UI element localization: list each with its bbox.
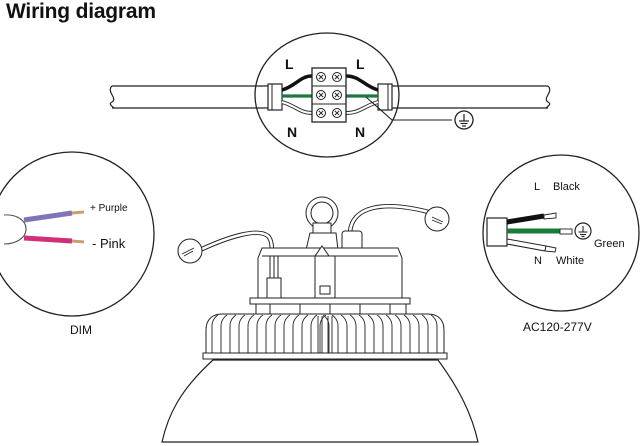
ac-detail: L Black Green N White AC120-277V: [482, 154, 640, 334]
heatsink-outline: [205, 313, 445, 354]
heatsink-fin: [229, 314, 237, 353]
terminal-screw-cross: [318, 110, 324, 116]
ground-leader-line: [365, 96, 452, 121]
purple-wire: [23, 210, 73, 223]
ac-live-label: L: [534, 181, 540, 193]
terminal-screw-cross: [334, 92, 340, 98]
junction-oval: [254, 32, 400, 158]
terminal-screw-cross: [318, 74, 324, 80]
dim-caption: DIM: [70, 323, 92, 337]
dim-detail: + Purple - Pink DIM: [0, 151, 155, 337]
heatsink-fin: [403, 314, 411, 353]
fixture-left-lead-end: [177, 238, 203, 264]
heatsink-fin: [421, 314, 429, 353]
terminal-block: [311, 67, 347, 123]
ac-neutral-label: N: [534, 255, 542, 267]
diagram-title: Wiring diagram: [6, 0, 156, 23]
right-cable: [378, 85, 551, 109]
heatsink-fin: [247, 314, 255, 353]
junction-detail: L L N N: [109, 32, 551, 158]
reflector: [161, 359, 479, 443]
heatsink-fin: [238, 314, 246, 353]
heatsink-fin: [301, 314, 309, 353]
dim-minus-label: - Pink: [92, 236, 126, 251]
dim-plus-label: + Purple: [90, 203, 128, 214]
heatsink-fin: [220, 314, 228, 353]
ac-circle: [482, 154, 640, 312]
ac-neutral-color-label: White: [556, 255, 584, 267]
heatsink-fin: [349, 314, 357, 353]
right-live-wire: [345, 74, 379, 92]
heatsink: [205, 313, 445, 354]
heatsink-fin: [430, 314, 438, 353]
right-cable-sleeve: [377, 83, 393, 111]
heatsink-fin: [385, 314, 393, 353]
heatsink-fin: [322, 314, 330, 353]
heatsink-fin: [292, 314, 300, 353]
heatsink-fin: [340, 314, 348, 353]
heatsink-fin: [211, 314, 219, 353]
white-wire: [506, 238, 547, 252]
heatsink-fin: [265, 314, 273, 353]
ac-cable-end: [486, 217, 508, 247]
heatsink-fin: [367, 314, 375, 353]
heatsink-fin: [358, 314, 366, 353]
light-fixture: [161, 196, 479, 443]
junction-label-live-right: L: [356, 56, 365, 72]
black-wire: [506, 213, 545, 225]
heatsink-fin: [376, 314, 384, 353]
heatsink-fin: [283, 314, 291, 353]
heatsink-fin: [331, 314, 339, 353]
pink-wire: [23, 235, 73, 244]
terminal-screw-cross: [334, 74, 340, 80]
terminal-screw-cross: [334, 110, 340, 116]
heatsink-fin: [256, 314, 264, 353]
junction-label-live-left: L: [285, 56, 294, 72]
terminal-screw-cross: [318, 92, 324, 98]
left-cable-sleeve: [267, 83, 283, 111]
ac-live-color-label: Black: [553, 181, 580, 193]
dim-circle: [0, 151, 155, 317]
dim-cable-end: [3, 214, 27, 245]
heatsink-fin: [394, 314, 402, 353]
left-live-wire: [281, 74, 313, 92]
junction-label-neutral-right: N: [355, 124, 365, 140]
junction-label-neutral-left: N: [287, 124, 297, 140]
ac-ground-label: Green: [594, 238, 625, 250]
left-cable: [109, 85, 282, 109]
heatsink-fin: [412, 314, 420, 353]
ac-voltage-caption: AC120-277V: [523, 320, 592, 334]
ac-ground-icon: [574, 222, 592, 240]
heatsink-fin: [310, 314, 318, 353]
heatsink-fin: [274, 314, 282, 353]
ground-icon: [454, 110, 474, 130]
